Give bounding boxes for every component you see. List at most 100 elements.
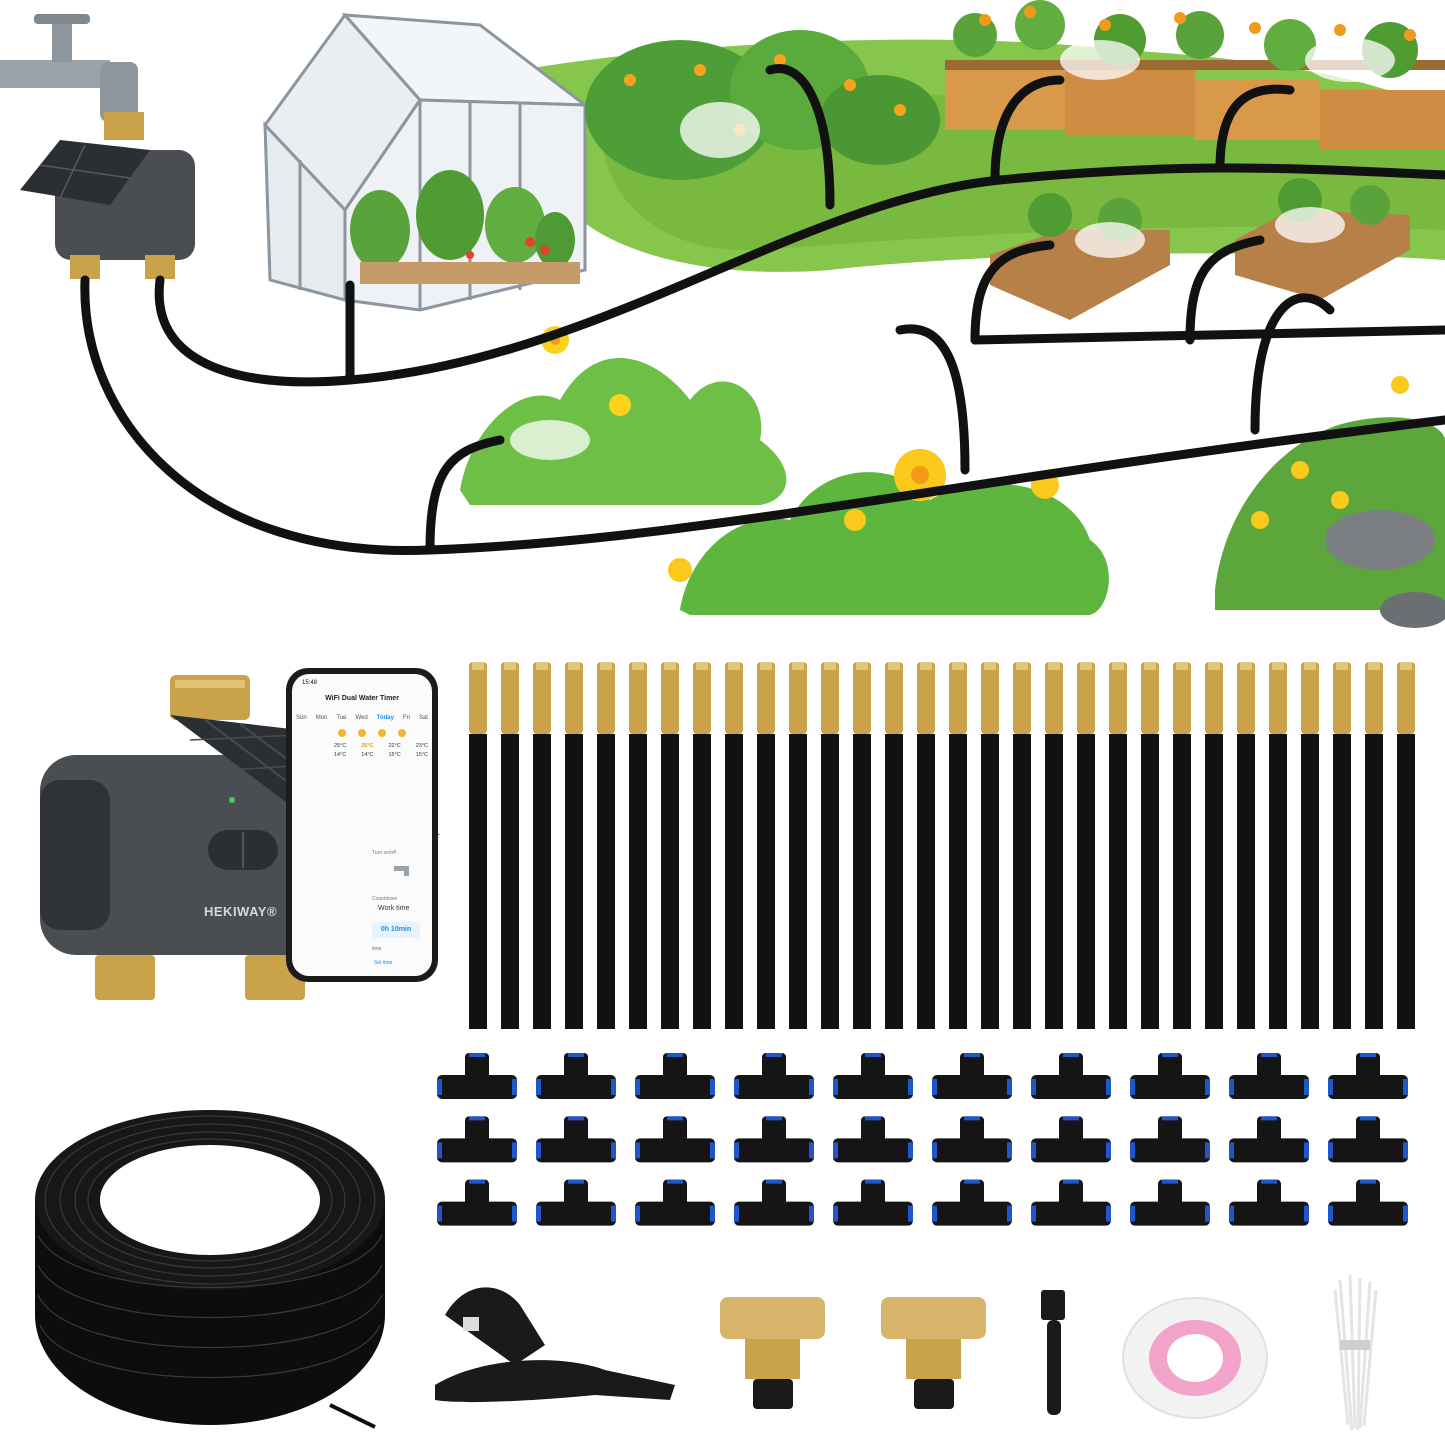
app-title: WiFi Dual Water Timer <box>325 695 399 702</box>
tee-connector <box>1031 1053 1111 1099</box>
temps-low: 14°C 14°C 15°C 15°C <box>334 752 428 758</box>
tee-connector <box>1328 1179 1408 1226</box>
greenhouse-plants <box>350 170 580 284</box>
tee-connector <box>1328 1116 1408 1163</box>
day-label: Tue <box>336 715 347 721</box>
tube-cutter <box>425 1275 685 1415</box>
sun-icons <box>338 729 406 737</box>
mist-nozzle-tube <box>821 662 839 1029</box>
mist-tubes-row <box>462 662 1422 1034</box>
work-time-value[interactable]: 0h 10min <box>372 922 420 938</box>
tee-connector <box>437 1053 517 1099</box>
tee-connector <box>1229 1053 1309 1099</box>
tee-connector <box>635 1053 715 1099</box>
tee-connector <box>1229 1116 1309 1163</box>
tee-connector <box>437 1116 517 1163</box>
day-label: Sun <box>296 715 307 721</box>
mist-nozzle-tube <box>789 662 807 1029</box>
mist-nozzle-tube <box>917 662 935 1029</box>
mist-nozzle-tube <box>597 662 615 1029</box>
mist-nozzle-tube <box>501 662 519 1029</box>
teflon-tape <box>1120 1290 1270 1420</box>
mist-nozzle-tube <box>1013 662 1031 1029</box>
temp-low: 15°C <box>388 752 401 758</box>
time-label: time <box>372 946 382 952</box>
mist-nozzle-tube <box>981 662 999 1029</box>
mist-nozzle-tube <box>1269 662 1287 1029</box>
faucet-icon[interactable] <box>392 862 412 878</box>
mist-sprays <box>510 38 1395 460</box>
temp-high-today: 25°C <box>361 743 374 749</box>
tee-connector <box>833 1053 913 1099</box>
brass-adapter-2 <box>876 1292 991 1422</box>
faucet <box>0 14 144 140</box>
mist-nozzle-tube <box>949 662 967 1029</box>
mist-nozzle-tube <box>533 662 551 1029</box>
mist-nozzle-tube <box>1237 662 1255 1029</box>
mist-nozzle-tube <box>1205 662 1223 1029</box>
weather-days: Sun Mon Tue Wed Today Fri Sat <box>296 715 428 721</box>
tee-connector <box>734 1179 814 1226</box>
status-time: 15:48 <box>302 680 318 686</box>
day-label: Mon <box>315 715 328 721</box>
tubing-lines <box>80 64 1445 555</box>
mist-nozzle-tube <box>693 662 711 1029</box>
tee-connector <box>833 1179 913 1226</box>
rock-garden <box>1215 376 1445 628</box>
garden-scene <box>0 0 1445 640</box>
dual-water-timer <box>40 670 440 1010</box>
tee-connector <box>833 1116 913 1163</box>
mist-nozzle-tube <box>1333 662 1351 1029</box>
tee-connector <box>536 1179 616 1226</box>
temp-high: 22°C <box>388 743 401 749</box>
mist-nozzle-tube <box>885 662 903 1029</box>
tee-connector <box>437 1179 517 1226</box>
tee-connector <box>1130 1179 1210 1226</box>
mist-nozzle-tube <box>1397 662 1415 1029</box>
mist-nozzle-tube <box>469 662 487 1029</box>
tee-connector <box>932 1116 1012 1163</box>
tee-connector <box>635 1116 715 1163</box>
tee-connector <box>1328 1053 1408 1099</box>
countdown-label: Countdown <box>372 896 398 902</box>
cable-ties <box>1320 1270 1390 1435</box>
temp-high: 23°C <box>415 743 428 749</box>
mist-nozzle-tube <box>629 662 647 1029</box>
temps-high: 25°C 25°C 22°C 23°C <box>334 743 428 749</box>
mist-nozzle-tube <box>1173 662 1191 1029</box>
tee-connector <box>1031 1179 1111 1226</box>
turn-label: Turn on/off <box>372 850 396 856</box>
temp-low: 14°C <box>334 752 347 758</box>
day-label: Fri <box>402 715 410 721</box>
temp-high: 25°C <box>334 743 347 749</box>
mist-nozzle-tube <box>725 662 743 1029</box>
set-time-button[interactable]: Set time <box>374 960 393 966</box>
tee-connector <box>1229 1179 1309 1226</box>
mist-nozzle-tube <box>661 662 679 1029</box>
temp-low: 14°C <box>361 752 374 758</box>
tubing-coil <box>30 1105 390 1430</box>
brass-adapter-1 <box>715 1292 830 1422</box>
mist-nozzle-tube <box>1045 662 1063 1029</box>
brand-label: HEKIWAY® <box>204 904 278 919</box>
tee-connector <box>1130 1053 1210 1099</box>
mist-nozzle-tube <box>1301 662 1319 1029</box>
tee-connector <box>536 1053 616 1099</box>
mist-nozzle-tube <box>1365 662 1383 1029</box>
day-label-today: Today <box>376 715 394 721</box>
tee-connector <box>1031 1116 1111 1163</box>
tee-connector <box>734 1116 814 1163</box>
tee-connector <box>1130 1116 1210 1163</box>
day-label: Wed <box>355 715 368 721</box>
work-time-label: Work time <box>378 905 410 912</box>
tee-connector <box>734 1053 814 1099</box>
timer-unit-scene <box>20 140 195 279</box>
mist-nozzle-tube <box>853 662 871 1029</box>
tee-connector <box>932 1179 1012 1226</box>
mist-nozzle-tube <box>1109 662 1127 1029</box>
app-screen: 15:48 WiFi Dual Water Timer Sun Mon Tue … <box>292 674 432 976</box>
mist-nozzle-tube <box>1077 662 1095 1029</box>
day-label: Sat <box>418 715 428 721</box>
mist-nozzle-tube <box>565 662 583 1029</box>
tee-connectors-grid <box>432 1045 1422 1235</box>
